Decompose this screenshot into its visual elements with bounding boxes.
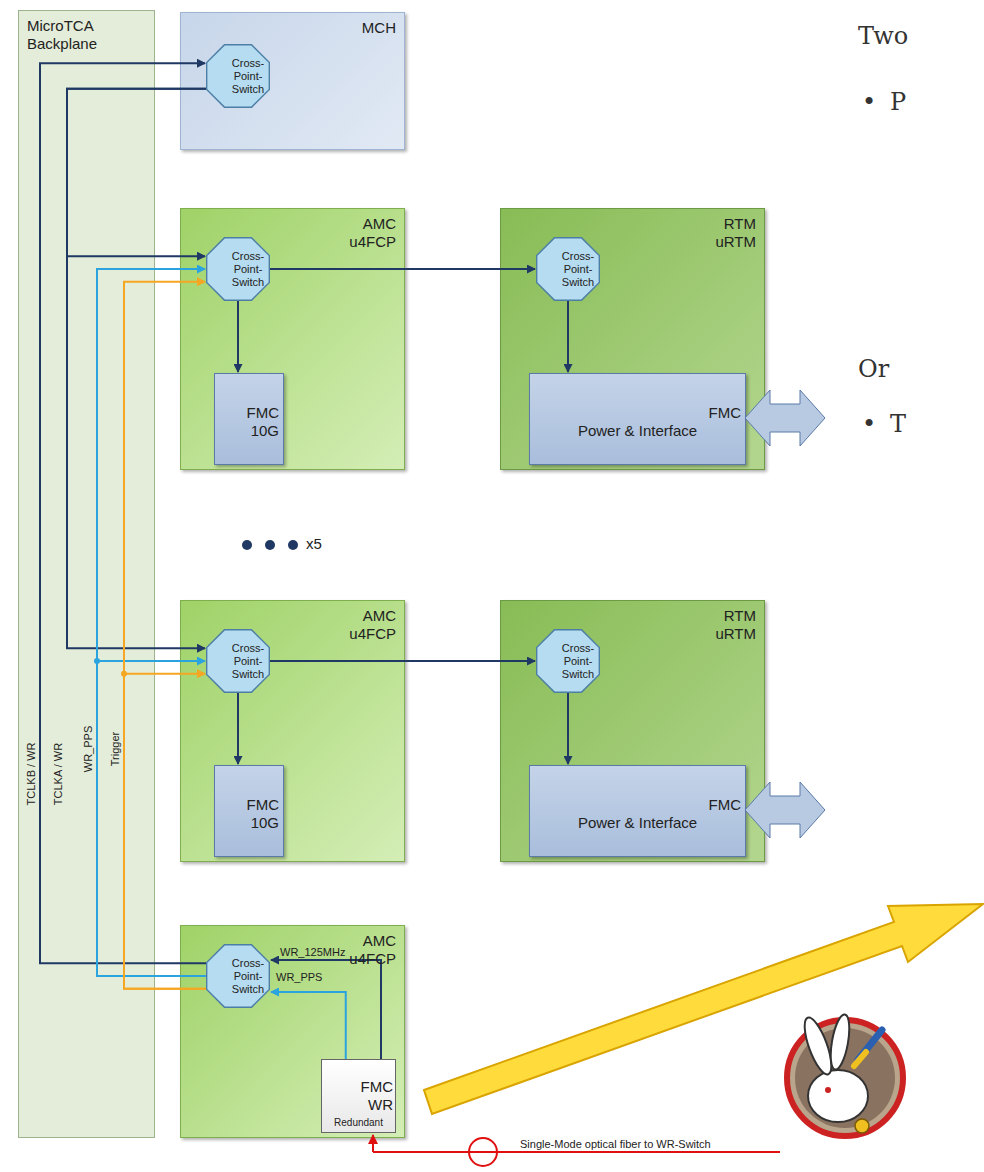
node-title: RTM uRTM xyxy=(698,215,756,251)
node-title: Cross-Point-Switch xyxy=(556,250,600,289)
node-title: Cross-Point-Switch xyxy=(556,642,600,681)
node-title: Cross-Point-Switch xyxy=(226,250,270,289)
node-subtitle: Power & Interface xyxy=(578,814,697,832)
backplane-band: MicroTCA Backplane xyxy=(18,10,155,1138)
switch-octagon: Cross-Point-Switch xyxy=(206,44,270,108)
signal-connector xyxy=(97,269,206,976)
node-title: FMC 10G xyxy=(239,796,279,832)
node-title: Cross-Point-Switch xyxy=(226,957,270,996)
bullet: • xyxy=(862,410,876,438)
amc-box: AMC u4FCP Cross-Point-SwitchFMC 10G xyxy=(180,208,405,470)
switch-octagon: Cross-Point-Switch xyxy=(536,629,600,693)
node-title: AMC u4FCP xyxy=(338,607,396,643)
fmc-wr-box: FMC WR Redundant xyxy=(321,1059,396,1133)
octagon-outline xyxy=(207,238,270,301)
bullet-text: P xyxy=(890,88,906,116)
signal-connector xyxy=(237,301,239,372)
signal-connector xyxy=(271,992,346,1059)
heading-text: Or xyxy=(858,355,889,383)
junction-dot xyxy=(94,658,100,664)
signal-connector xyxy=(124,674,206,989)
signal-name: Trigger xyxy=(109,732,122,766)
signal-connector xyxy=(97,661,206,976)
signal-connector xyxy=(67,89,206,256)
node-title: MicroTCA Backplane xyxy=(27,17,147,53)
node-title: MCH xyxy=(338,19,396,37)
octagon-outline xyxy=(537,238,600,301)
signal-connector xyxy=(67,89,206,648)
signal-connector xyxy=(567,301,569,372)
node-title: AMC u4FCP xyxy=(338,932,396,968)
rtm-box: RTM uRTM Cross-Point-SwitchFMCPower & Int… xyxy=(500,208,765,470)
octagon-outline xyxy=(207,630,270,693)
octagon-outline xyxy=(207,45,270,108)
io-double-arrow xyxy=(745,390,825,446)
node-title: Cross-Point-Switch xyxy=(226,642,270,681)
switch-octagon: Cross-Point-Switch xyxy=(206,629,270,693)
bullet-text: T xyxy=(890,410,906,438)
signal-name: TCLKA / WR xyxy=(52,743,65,805)
fmc-box: FMCPower & Interface xyxy=(529,765,746,857)
signal-name: TCLKB / WR xyxy=(25,743,38,806)
switch-octagon: Cross-Point-Switch xyxy=(536,237,600,301)
signal-name: WR_PPS xyxy=(82,726,95,772)
fiber-line xyxy=(373,1135,780,1166)
signal-connector xyxy=(270,660,535,662)
signal-name: WR_PPS xyxy=(276,971,322,984)
bullet: • xyxy=(862,88,876,116)
octagon-outline xyxy=(537,630,600,693)
node-subtitle: Power & Interface xyxy=(578,422,697,440)
dots xyxy=(242,540,298,550)
white-rabbit-logo xyxy=(787,1013,903,1136)
rtm-box: RTM uRTM Cross-Point-SwitchFMCPower & Int… xyxy=(500,600,765,862)
node-title: RTM uRTM xyxy=(698,607,756,643)
node-title: AMC u4FCP xyxy=(338,215,396,251)
node-title: FMC xyxy=(683,796,741,814)
signal-connector xyxy=(237,693,239,764)
node-subtitle: Redundant xyxy=(334,1117,383,1129)
signal-connector xyxy=(567,693,569,764)
fmc-box: FMC 10G xyxy=(214,765,284,857)
fmc-box: FMC 10G xyxy=(214,373,284,465)
node-title: FMC WR xyxy=(353,1078,393,1114)
node-title: FMC xyxy=(683,404,741,422)
heading-text: Two xyxy=(858,22,908,50)
node-title: FMC 10G xyxy=(239,404,279,440)
signal-connector xyxy=(124,282,206,989)
count-label: x5 xyxy=(306,535,322,553)
signal-name: WR_125MHz xyxy=(280,946,345,959)
fmc-box: FMCPower & Interface xyxy=(529,373,746,465)
io-double-arrow xyxy=(745,782,825,838)
junction-dot xyxy=(121,671,127,677)
signal-connector xyxy=(270,268,535,270)
amc-box: AMC u4FCP Cross-Point-SwitchFMC 10G xyxy=(180,600,405,862)
fiber-label: Single-Mode optical fiber to WR-Switch xyxy=(520,1138,711,1151)
signal-connector xyxy=(271,960,381,1059)
node-title: Cross-Point-Switch xyxy=(226,57,270,96)
switch-octagon: Cross-Point-Switch xyxy=(206,237,270,301)
mch-box: MCH Cross-Point-Switch xyxy=(180,12,405,150)
octagon-outline xyxy=(207,945,270,1008)
switch-octagon: Cross-Point-Switch xyxy=(206,944,270,1008)
